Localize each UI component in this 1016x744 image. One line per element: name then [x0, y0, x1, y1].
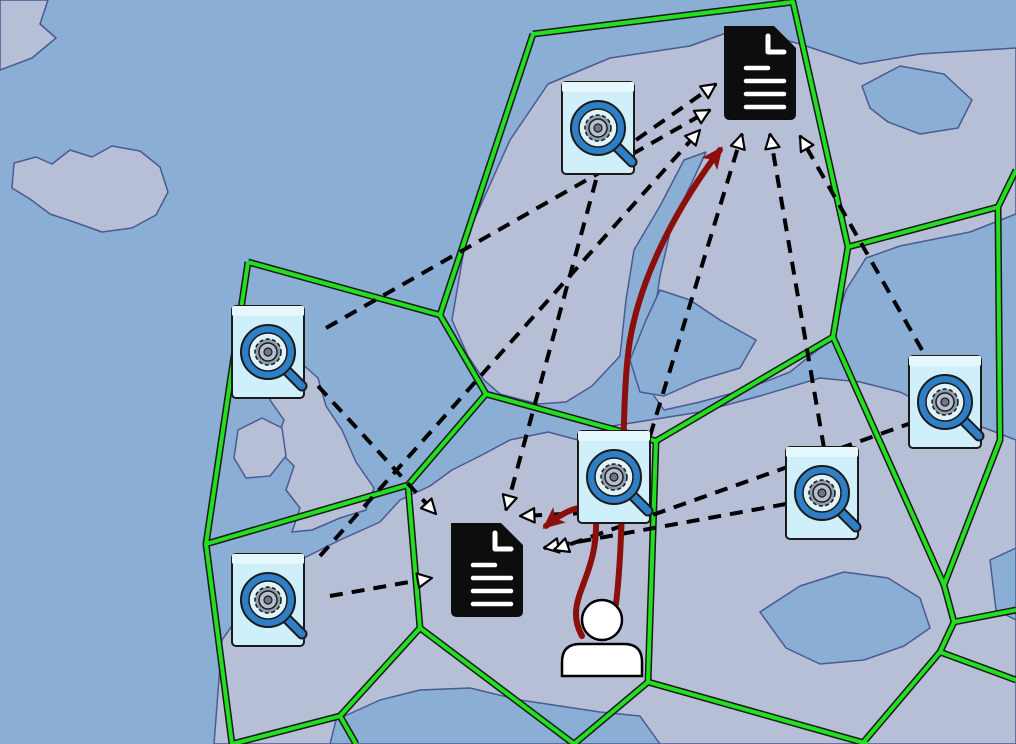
node-search-east	[786, 447, 858, 539]
edge-search-scandinavia-to-doc-north	[634, 82, 718, 142]
greenland-land	[0, 0, 57, 71]
edge-search-center-to-doc-north	[648, 132, 746, 437]
nodes	[232, 26, 981, 678]
iceland-land	[11, 145, 169, 233]
search-gear-icon	[232, 306, 304, 398]
search-gear-icon	[562, 82, 634, 174]
node-user	[560, 598, 644, 678]
node-search-southwest	[232, 554, 304, 646]
node-doc-central	[451, 523, 523, 617]
edge-search-far-east-to-doc-central	[552, 420, 915, 554]
node-doc-north	[724, 26, 796, 120]
search-gear-icon	[232, 554, 304, 646]
edge-search-southwest-to-doc-north	[318, 128, 702, 558]
edge-search-far-east-to-doc-north	[798, 134, 924, 351]
edge-search-east-to-doc-north	[764, 132, 826, 449]
search-gear-icon	[909, 356, 981, 448]
node-search-scandinavia	[562, 82, 634, 174]
cell-borders-green	[204, 0, 1016, 744]
document-icon	[724, 26, 796, 120]
mediterranean-water	[329, 687, 661, 744]
ireland-land	[233, 417, 287, 479]
search-gear-icon	[786, 447, 858, 539]
white-sea-water	[861, 65, 973, 135]
edge-search-west-to-doc-north	[325, 108, 712, 330]
node-search-west	[232, 306, 304, 398]
edge-search-southwest-to-doc-central	[329, 572, 434, 598]
baltic-water	[629, 289, 757, 397]
edge-search-west-to-doc-central	[316, 384, 438, 516]
edge-search-east-to-doc-central	[542, 502, 787, 554]
request-path-doc-central	[542, 504, 600, 639]
document-icon	[451, 523, 523, 617]
black-sea-water	[759, 571, 931, 665]
caspian-water	[989, 547, 1016, 621]
user-icon	[560, 598, 644, 678]
node-search-far-east	[909, 356, 981, 448]
dashed-edges	[316, 82, 924, 598]
search-gear-icon	[578, 431, 650, 523]
node-search-center	[578, 431, 650, 523]
